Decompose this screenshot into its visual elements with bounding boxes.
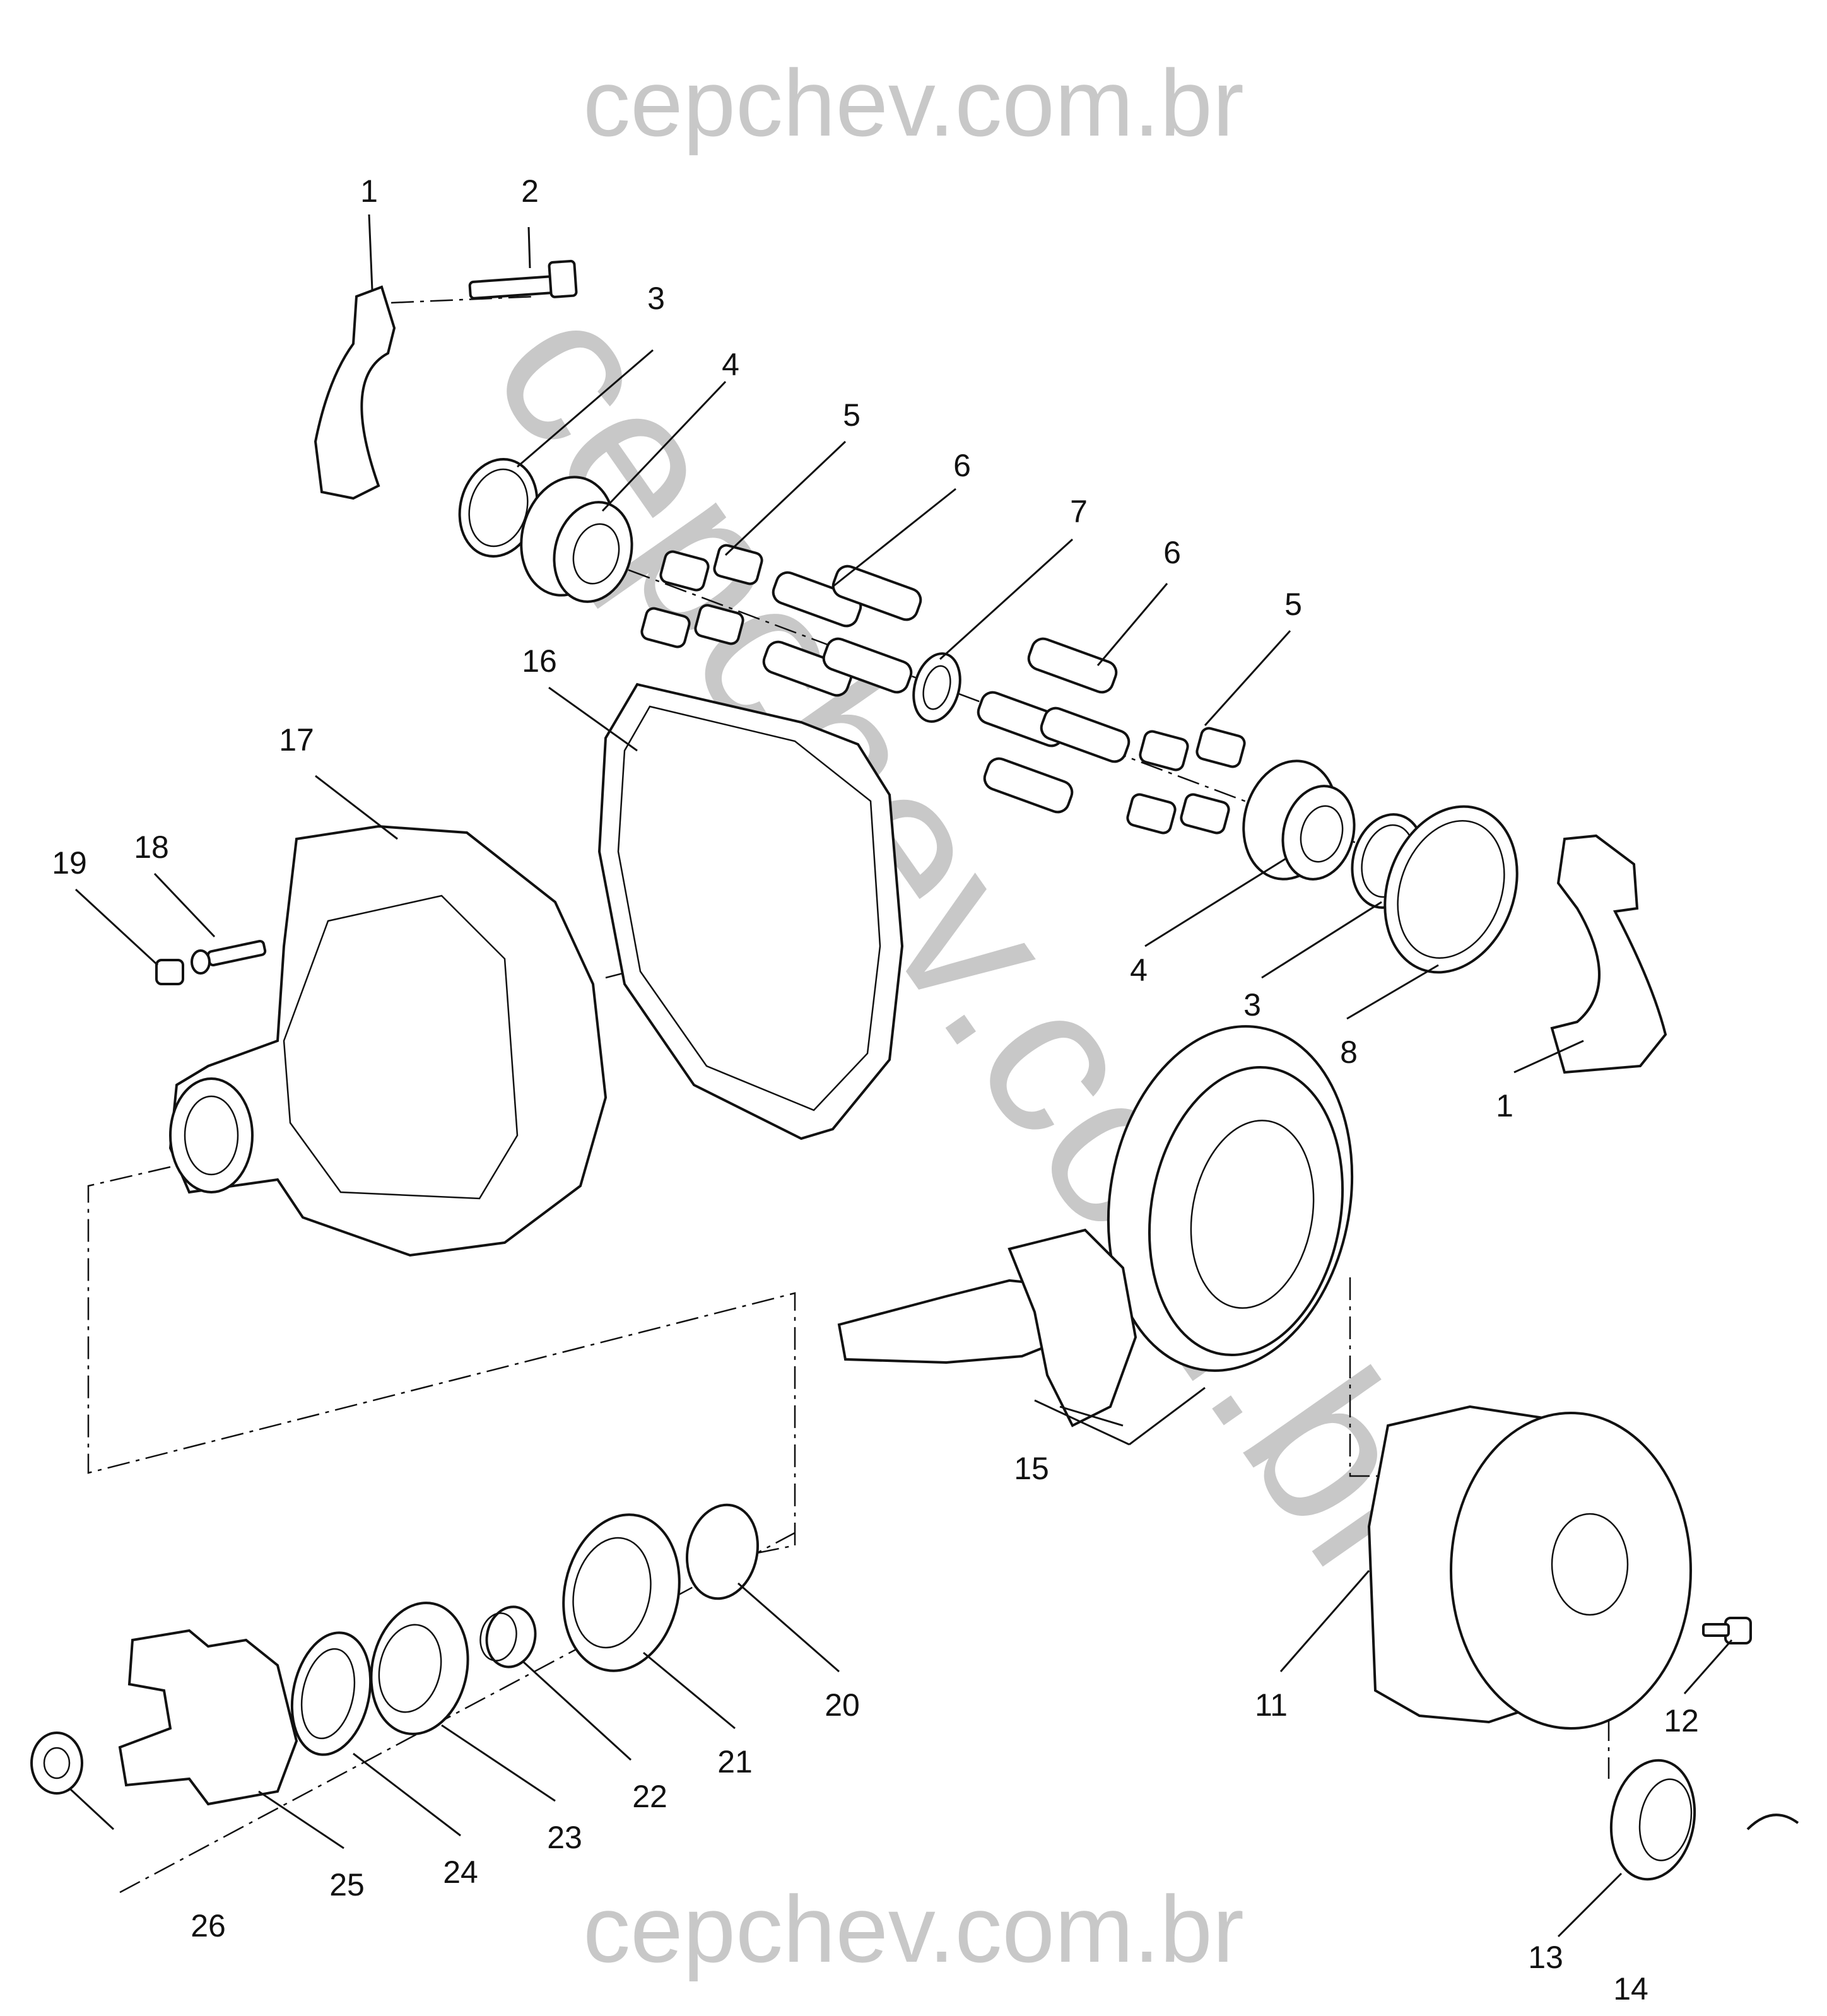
part-differential-case <box>1367 1405 1692 1730</box>
callout-26: 26 <box>191 1908 226 1943</box>
callout-7: 7 <box>1070 494 1088 529</box>
parts-layer <box>30 259 1799 1881</box>
part-washer-center <box>912 652 961 723</box>
part-pinion-bearing-inner <box>370 1602 469 1735</box>
part-differential-housing <box>168 824 608 1257</box>
axis-housing-box <box>87 1166 796 1559</box>
watermark-diagonal: cepchev.com.br <box>447 259 1503 1624</box>
axis-yoke-to-shim <box>119 1532 796 1894</box>
callout-18: 18 <box>134 829 169 865</box>
part-pinion-gears-top <box>762 565 922 697</box>
callout-13: 13 <box>1528 1940 1563 1975</box>
watermark-bottom: cepchev.com.br <box>583 1876 1244 1982</box>
callout-21: 21 <box>717 1744 753 1779</box>
part-case-bolt <box>1702 1617 1752 1644</box>
callout-labels: 1 2 3 4 5 6 7 6 5 16 17 18 19 4 3 8 1 15… <box>52 173 1699 2007</box>
part-snap-ring <box>685 1503 760 1600</box>
part-bushings-top <box>640 544 763 648</box>
callout-1-top: 1 <box>360 173 378 209</box>
part-spacer <box>479 1605 537 1668</box>
callout-2: 2 <box>521 173 539 209</box>
part-side-gear-lower <box>1242 759 1356 881</box>
callout-4-top: 4 <box>722 347 739 382</box>
part-item-14 <box>1746 1814 1799 1831</box>
callout-20: 20 <box>825 1687 860 1723</box>
callout-3-top: 3 <box>647 281 665 316</box>
callout-11: 11 <box>1255 1687 1288 1723</box>
callout-14: 14 <box>1613 1971 1648 2007</box>
callout-12: 12 <box>1664 1703 1699 1738</box>
callout-1-right: 1 <box>1496 1088 1513 1123</box>
part-bearing-cap-right <box>1550 834 1667 1074</box>
callout-25: 25 <box>329 1867 365 1902</box>
callout-6-top: 6 <box>953 448 971 483</box>
part-bushings-lower <box>1126 727 1246 835</box>
callout-15: 15 <box>1014 1451 1049 1486</box>
callout-6-lower: 6 <box>1163 535 1181 570</box>
callout-23: 23 <box>547 1820 582 1855</box>
part-thrust-washer-top <box>458 458 539 558</box>
part-pinion-seal <box>290 1631 372 1756</box>
watermark-top: cepchev.com.br <box>583 50 1244 156</box>
callout-8: 8 <box>1340 1034 1358 1070</box>
part-ring-gear-pinion <box>837 1025 1354 1427</box>
leader-lines <box>68 214 1733 1938</box>
callout-22: 22 <box>632 1779 667 1814</box>
callout-16: 16 <box>522 643 557 679</box>
callout-24: 24 <box>443 1855 478 1890</box>
callout-19: 19 <box>52 845 87 881</box>
callout-5-lower: 5 <box>1284 587 1302 622</box>
part-pinion-gears-lower <box>977 637 1131 814</box>
part-gasket <box>597 683 904 1140</box>
part-pinion-bearing-outer <box>562 1513 681 1672</box>
part-breather-cap <box>155 959 184 985</box>
part-breather <box>191 940 267 975</box>
callout-3-lower: 3 <box>1243 987 1261 1023</box>
part-bearing-cap-left <box>314 285 396 500</box>
part-yoke-nut <box>30 1732 83 1795</box>
axis-carrier-bolt <box>391 295 537 304</box>
part-shim <box>1383 805 1519 974</box>
part-side-gear-top <box>520 476 633 603</box>
part-side-seal <box>1609 1759 1696 1881</box>
watermark-layer: cepchev.com.br cepchev.com.br cepchev.co… <box>447 50 1503 1982</box>
part-yoke <box>118 1629 298 1806</box>
callout-4-lower: 4 <box>1130 952 1148 988</box>
callout-17: 17 <box>279 722 314 758</box>
part-bolt <box>468 259 578 300</box>
callout-5-top: 5 <box>843 397 861 433</box>
